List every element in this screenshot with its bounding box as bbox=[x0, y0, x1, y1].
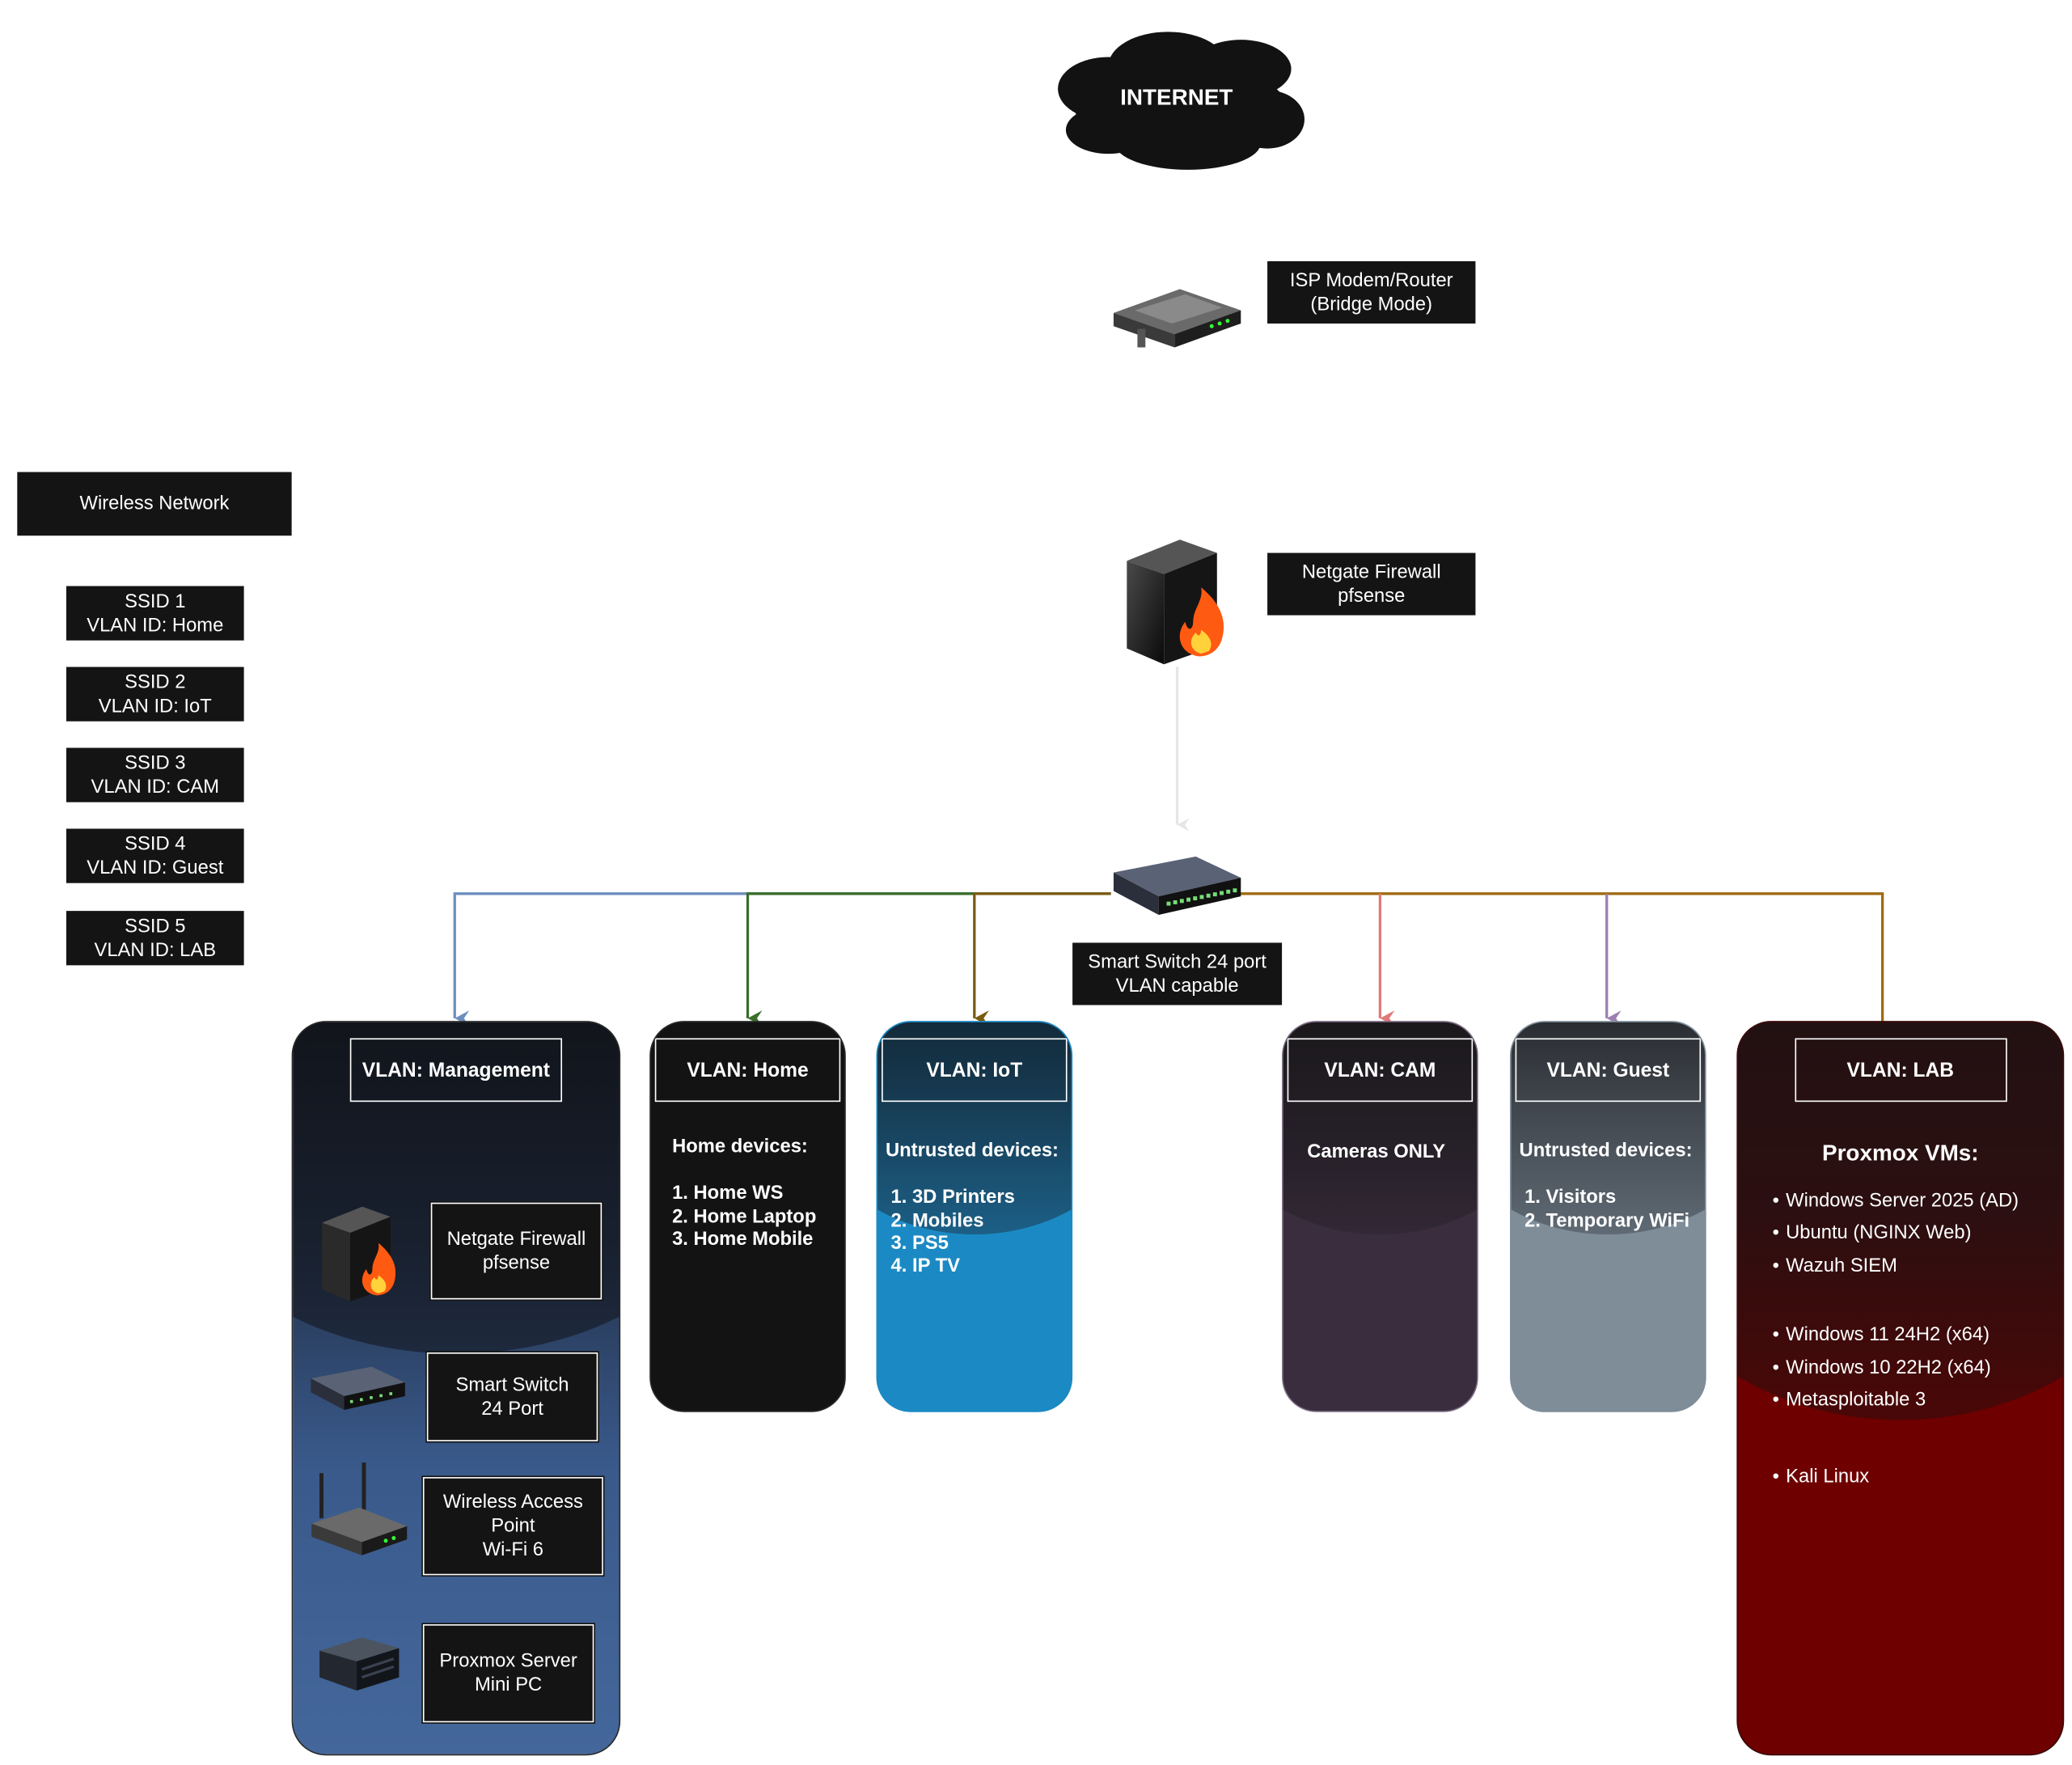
cam-heading: Cameras ONLY bbox=[1307, 1141, 1446, 1163]
mgmt-firewall-device bbox=[317, 1203, 402, 1304]
isp-modem bbox=[1111, 276, 1244, 358]
guest-item-2: 2. Temporary WiFi bbox=[1524, 1210, 1690, 1232]
iot-item-3: 3. PS5 bbox=[890, 1233, 949, 1255]
ssid-1: SSID 1 VLAN ID: Home bbox=[66, 586, 244, 641]
modem-icon bbox=[1113, 289, 1241, 348]
firewall-device bbox=[1122, 535, 1230, 667]
lab-link bbox=[1239, 892, 1897, 1043]
vlan-lab-panel: VLAN: LAB Proxmox VMs: Windows Server 20… bbox=[1736, 1021, 2065, 1756]
lab-vm-item: Metasploitable 3 bbox=[1773, 1390, 1926, 1411]
ssid-2: SSID 2 VLAN ID: IoT bbox=[66, 667, 244, 722]
switch-icon bbox=[311, 1366, 405, 1410]
vlan-guest-title: VLAN: Guest bbox=[1515, 1038, 1702, 1103]
firewall-label: Netgate Firewall pfsense bbox=[1267, 552, 1476, 616]
iot-item-4: 4. IP TV bbox=[890, 1255, 960, 1277]
switch-label: Smart Switch 24 port VLAN capable bbox=[1072, 942, 1283, 1005]
lab-vm-item: Windows Server 2025 (AD) bbox=[1773, 1191, 2019, 1212]
vlan-cam-title: VLAN: CAM bbox=[1287, 1038, 1474, 1103]
lab-vm-item: Kali Linux bbox=[1773, 1467, 1869, 1488]
mgmt-access-point-device bbox=[309, 1462, 410, 1558]
firewall-icon bbox=[322, 1206, 396, 1302]
vlan-lab-title: VLAN: LAB bbox=[1794, 1038, 2006, 1103]
switch-icon bbox=[1113, 856, 1241, 916]
home-link bbox=[746, 892, 975, 1026]
mgmt-switch-device bbox=[309, 1365, 407, 1420]
lab-vm-item: Ubuntu (NGINX Web) bbox=[1773, 1222, 1971, 1243]
vlan-cam-panel: VLAN: CAM Cameras ONLY bbox=[1282, 1021, 1478, 1412]
vlan-iot-title: VLAN: IoT bbox=[882, 1038, 1068, 1103]
guest-item-1: 1. Visitors bbox=[1524, 1187, 1617, 1208]
iot-item-2: 2. Mobiles bbox=[890, 1210, 984, 1232]
ssid-3: SSID 3 VLAN ID: CAM bbox=[66, 747, 244, 802]
lab-heading: Proxmox VMs: bbox=[1822, 1140, 1979, 1166]
main-switch bbox=[1111, 854, 1244, 929]
vlan-home-panel: VLAN: Home Home devices: 1. Home WS 2. H… bbox=[649, 1021, 846, 1412]
vlan-iot-panel: VLAN: IoT Untrusted devices: 1. 3D Print… bbox=[876, 1021, 1073, 1412]
mgmt-server-label: Proxmox Server Mini PC bbox=[422, 1624, 594, 1723]
lab-vm-item: Wazuh SIEM bbox=[1773, 1255, 1897, 1276]
iot-link bbox=[973, 892, 1111, 1026]
iot-heading: Untrusted devices: bbox=[885, 1140, 1059, 1162]
mgmt-switch-label: Smart Switch 24 Port bbox=[426, 1352, 598, 1441]
access-point-icon bbox=[311, 1462, 408, 1555]
home-item-1: 1. Home WS bbox=[672, 1183, 784, 1204]
guest-heading: Untrusted devices: bbox=[1519, 1140, 1693, 1162]
ssid-4: SSID 4 VLAN ID: Guest bbox=[66, 828, 244, 883]
home-item-3: 3. Home Mobile bbox=[672, 1229, 814, 1251]
lab-vm-item: Windows 10 22H2 (x64) bbox=[1773, 1358, 1991, 1379]
mgmt-server-device bbox=[317, 1632, 402, 1693]
mgmt-access-point-label: Wireless Access Point Wi-Fi 6 bbox=[422, 1477, 603, 1576]
home-heading: Home devices: bbox=[672, 1136, 808, 1158]
internet-cloud: INTERNET bbox=[1055, 29, 1307, 172]
home-item-2: 2. Home Laptop bbox=[672, 1206, 817, 1228]
isp-label: ISP Modem/Router (Bridge Mode) bbox=[1267, 260, 1476, 324]
mgmt-firewall-label: Netgate Firewall pfsense bbox=[430, 1202, 603, 1300]
vlan-management-panel: VLAN: Management Netgate Firewall pfsens… bbox=[291, 1021, 621, 1756]
wireless-network-title: Wireless Network bbox=[17, 472, 292, 536]
vlan-guest-panel: VLAN: Guest Untrusted devices: 1. Visito… bbox=[1510, 1021, 1706, 1412]
cloud-icon bbox=[1058, 32, 1305, 170]
iot-item-1: 1. 3D Printers bbox=[890, 1187, 1015, 1208]
internet-label: INTERNET bbox=[1120, 84, 1233, 111]
server-icon bbox=[319, 1637, 400, 1691]
ssid-5: SSID 5 VLAN ID: LAB bbox=[66, 911, 244, 966]
lab-vm-item: Windows 11 24H2 (x64) bbox=[1773, 1325, 1990, 1346]
vlan-management-title: VLAN: Management bbox=[349, 1038, 563, 1103]
firewall-icon bbox=[1127, 540, 1224, 665]
management-link bbox=[453, 892, 1111, 1026]
vlan-home-title: VLAN: Home bbox=[654, 1038, 841, 1103]
